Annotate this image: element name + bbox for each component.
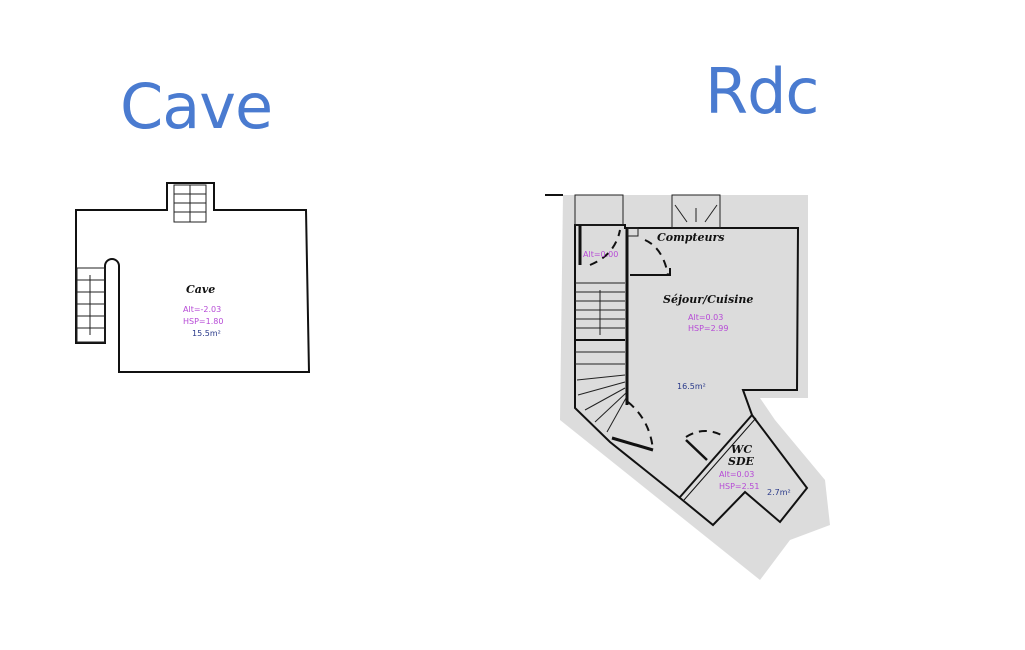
rdc-wc-name: WC	[731, 443, 752, 456]
rdc-compteurs-label: Compteurs	[657, 231, 725, 244]
rdc-wc-hsp: HSP=2.51	[719, 482, 759, 491]
rdc-sejour-area: 16.5m²	[677, 382, 706, 391]
door-arc-wc	[685, 430, 726, 438]
door-arc-stairs	[627, 401, 654, 451]
rdc-floor-title: Rdc	[705, 55, 820, 128]
cave-plan: Cave Alt=-2.03 HSP=1.80 15.5m²	[75, 182, 311, 373]
cave-hsp: HSP=1.80	[183, 317, 223, 326]
cave-walls	[75, 182, 311, 373]
rdc-stairs-icon	[575, 282, 627, 433]
rdc-sejour-name: Séjour/Cuisine	[663, 293, 753, 306]
cave-top-stairs-icon	[173, 184, 207, 223]
rdc-sejour-hsp: HSP=2.99	[688, 324, 728, 333]
rdc-sde-name: SDE	[728, 455, 754, 468]
cave-room-name: Cave	[186, 283, 215, 296]
rdc-entry-alt: Alt=0.00	[583, 250, 618, 259]
cave-alt: Alt=-2.03	[183, 305, 221, 314]
cave-left-stairs-icon	[76, 267, 106, 343]
rdc-wc-alt: Alt=0.03	[719, 470, 754, 479]
rdc-sejour-alt: Alt=0.03	[688, 313, 723, 322]
door-arc-compteurs	[644, 239, 669, 276]
cave-area: 15.5m²	[192, 329, 221, 338]
cave-floor-title: Cave	[120, 70, 273, 143]
door-arc-entry	[589, 229, 621, 266]
rdc-plan: Alt=0.00 Compteurs Séjour/Cuisine Alt=0.…	[545, 194, 830, 580]
rdc-wc-area: 2.7m²	[767, 488, 791, 497]
